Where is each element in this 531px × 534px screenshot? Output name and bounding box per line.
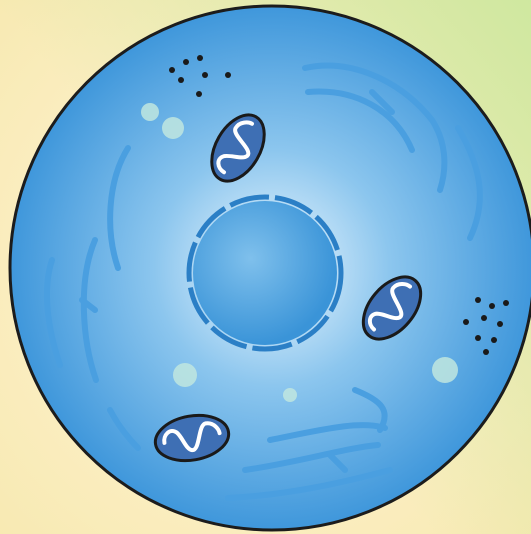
granule — [197, 55, 203, 61]
granule — [475, 335, 481, 341]
vesicle-2 — [162, 117, 184, 139]
granule — [463, 319, 469, 325]
nucleus-body — [193, 201, 337, 345]
granule — [483, 349, 489, 355]
granule — [481, 315, 487, 321]
granule — [225, 72, 231, 78]
granule — [196, 91, 202, 97]
granule — [491, 337, 497, 343]
granule — [503, 300, 509, 306]
granule — [169, 67, 175, 73]
vesicle-5 — [283, 388, 297, 402]
granule — [475, 297, 481, 303]
vesicle-4 — [432, 357, 458, 383]
granule — [489, 303, 495, 309]
vesicle-1 — [141, 103, 159, 121]
granule — [202, 72, 208, 78]
granule — [183, 59, 189, 65]
granule — [497, 321, 503, 327]
granule — [178, 77, 184, 83]
vesicle-3 — [173, 363, 197, 387]
